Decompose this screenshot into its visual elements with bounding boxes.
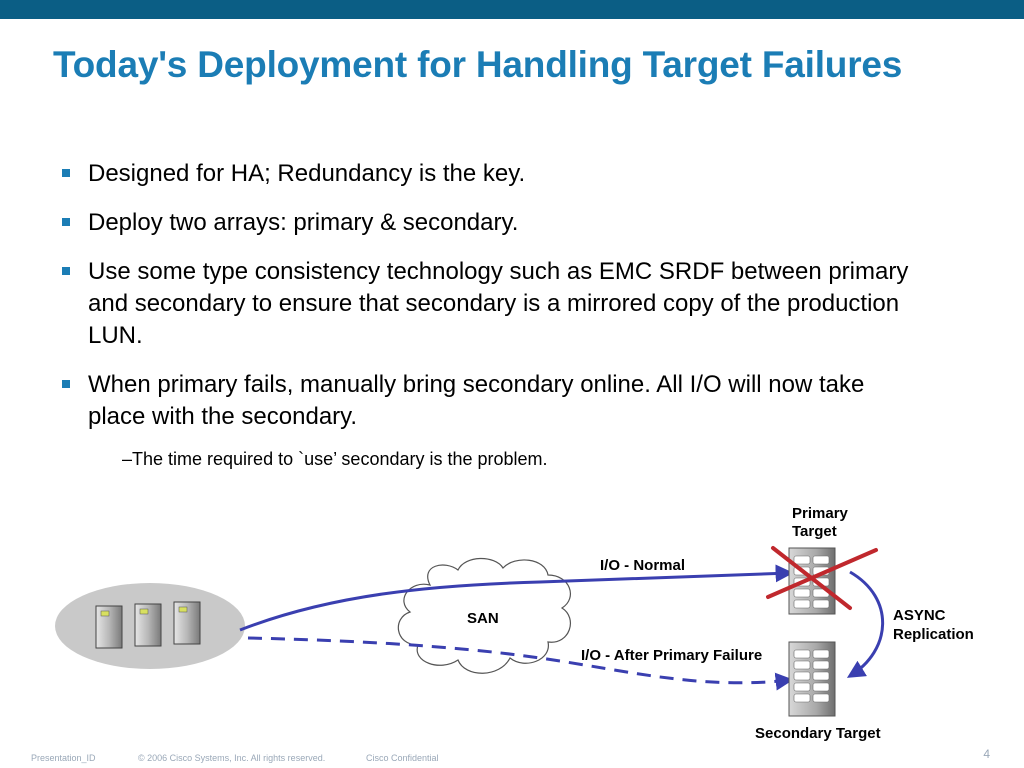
server-icon xyxy=(95,605,123,649)
bullet-item: When primary fails, manually bring secon… xyxy=(62,369,922,433)
server-icon xyxy=(134,603,162,647)
bullet-item: Use some type consistency technology suc… xyxy=(62,256,922,352)
bullet-item: Designed for HA; Redundancy is the key. xyxy=(62,158,922,190)
secondary-target-label: Secondary Target xyxy=(755,725,881,742)
io-after-failure-label: I/O - After Primary Failure xyxy=(581,647,763,664)
primary-storage-array-icon xyxy=(788,547,836,615)
bullet-text: Deploy two arrays: primary & secondary. xyxy=(88,209,519,236)
slide-title: Today's Deployment for Handling Target F… xyxy=(53,44,903,85)
primary-target-label-line1: Primary xyxy=(792,505,848,522)
square-bullet-icon xyxy=(62,218,70,226)
footer-copyright: © 2006 Cisco Systems, Inc. All rights re… xyxy=(138,753,326,763)
async-replication-arrow xyxy=(846,570,885,678)
io-normal-line xyxy=(239,564,794,632)
footer-presentation-id: Presentation_ID xyxy=(31,753,96,763)
primary-target-label-line2: Target xyxy=(792,523,837,540)
secondary-storage-array-icon xyxy=(788,641,836,717)
server-icon xyxy=(173,601,201,645)
io-normal-label: I/O - Normal xyxy=(600,557,686,574)
square-bullet-icon xyxy=(62,380,70,388)
san-label: SAN xyxy=(467,610,499,627)
square-bullet-icon xyxy=(62,267,70,275)
square-bullet-icon xyxy=(62,169,70,177)
bullet-list: Designed for HA; Redundancy is the key. … xyxy=(62,158,922,450)
bullet-text: When primary fails, manually bring secon… xyxy=(88,371,865,430)
sub-bullet: –The time required to `use’ secondary is… xyxy=(122,449,548,469)
async-label-line2: Replication xyxy=(893,626,974,643)
async-label-line1: ASYNC xyxy=(893,607,946,624)
bullet-text: Designed for HA; Redundancy is the key. xyxy=(88,160,526,187)
bullet-text: Use some type consistency technology suc… xyxy=(88,258,909,349)
host-servers-group xyxy=(55,583,245,669)
top-banner xyxy=(0,0,1024,19)
footer-confidential: Cisco Confidential xyxy=(366,753,439,763)
page-number: 4 xyxy=(983,747,990,761)
failure-cross-icon xyxy=(766,546,878,610)
bullet-item: Deploy two arrays: primary & secondary. xyxy=(62,207,922,239)
